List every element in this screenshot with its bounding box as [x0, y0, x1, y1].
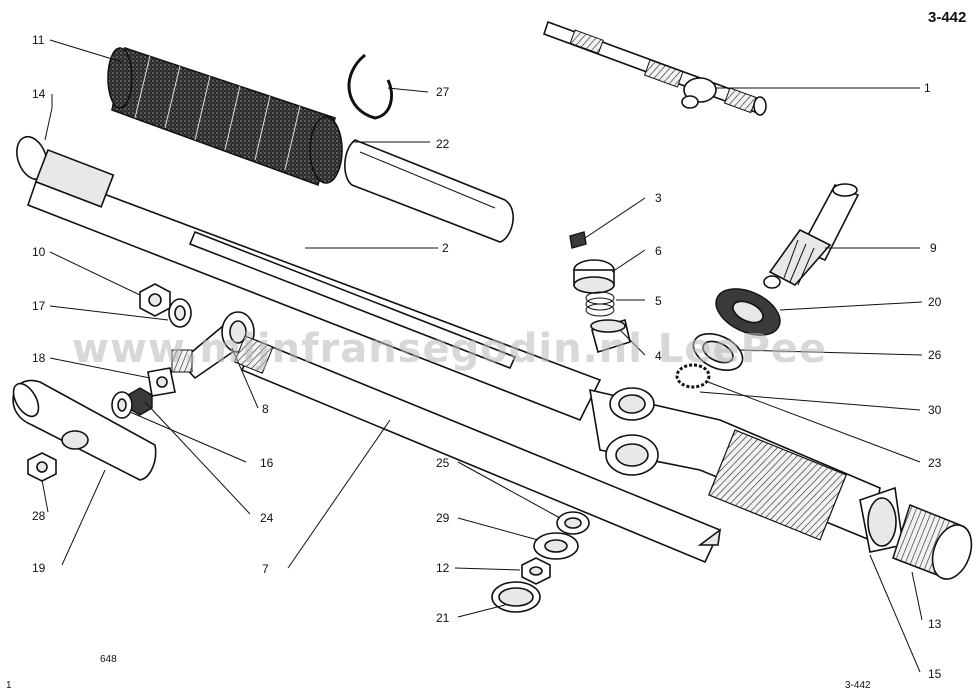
thrust-spring [585, 291, 615, 317]
housing-slot [188, 230, 517, 370]
callout-9: 9 [930, 241, 937, 255]
grease-nipple [569, 231, 587, 249]
callout-23: 23 [928, 456, 942, 470]
callout-14: 14 [32, 87, 46, 101]
callout-16: 16 [260, 456, 274, 470]
lock-plate-18 [147, 367, 176, 397]
callout-28: 28 [32, 509, 46, 523]
callout-10: 10 [32, 245, 46, 259]
callout-29: 29 [436, 511, 450, 525]
callout-20: 20 [928, 295, 942, 309]
thrust-plunger [590, 318, 631, 354]
callout-24: 24 [260, 511, 274, 525]
callout-26: 26 [928, 348, 942, 362]
nut-28 [27, 452, 57, 482]
oil-seal [715, 288, 781, 336]
washer-16 [111, 391, 133, 419]
callout-7: 7 [262, 562, 269, 576]
callout-8: 8 [262, 402, 269, 416]
callout-21: 21 [436, 611, 450, 625]
callout-15: 15 [928, 667, 942, 681]
washer-17 [168, 298, 192, 328]
callout-11: 11 [32, 33, 45, 47]
lock-ring [675, 363, 711, 389]
watermark: www.mijnfransegodin.nl LeePee [72, 326, 827, 372]
washer-29 [533, 532, 579, 560]
spring-clip [347, 53, 393, 120]
tube-bushing [12, 379, 157, 481]
gasket-21 [491, 581, 541, 613]
callout-17: 17 [32, 299, 46, 313]
callout-13: 13 [928, 617, 942, 631]
callout-2: 2 [442, 241, 449, 255]
corner-number: 1 [6, 680, 12, 691]
callout-3: 3 [655, 191, 662, 205]
callout-27: 27 [436, 85, 450, 99]
callout-1: 1 [924, 81, 931, 95]
washer-25 [556, 511, 590, 535]
rack-housing [16, 135, 904, 553]
leader-lines [41, 39, 923, 673]
callout-4: 4 [655, 349, 662, 363]
steering-rack [542, 20, 767, 116]
callout-5: 5 [655, 294, 662, 308]
callout-19: 19 [32, 561, 46, 575]
rubber-bellows [107, 46, 343, 187]
tie-rod-tube [233, 335, 722, 564]
end-cap [892, 504, 973, 580]
plunger-cap [573, 259, 615, 294]
pinion-gear [763, 183, 860, 289]
plate-number: 648 [100, 654, 117, 665]
nut-12 [521, 557, 551, 585]
nut-10 [139, 283, 171, 317]
callout-25: 25 [436, 456, 450, 470]
reference-bottom: 3-442 [845, 680, 871, 691]
callout-18: 18 [32, 351, 46, 365]
callout-12: 12 [436, 561, 450, 575]
callout-30: 30 [928, 403, 942, 417]
callout-labels: 1 2 3 4 5 6 7 8 9 10 11 12 13 14 15 16 1… [32, 33, 942, 681]
half-shell-bush [344, 139, 514, 243]
bearing-washer [692, 333, 744, 371]
callout-22: 22 [436, 137, 450, 151]
callout-6: 6 [655, 244, 662, 258]
reference-top: 3-442 [928, 9, 966, 26]
